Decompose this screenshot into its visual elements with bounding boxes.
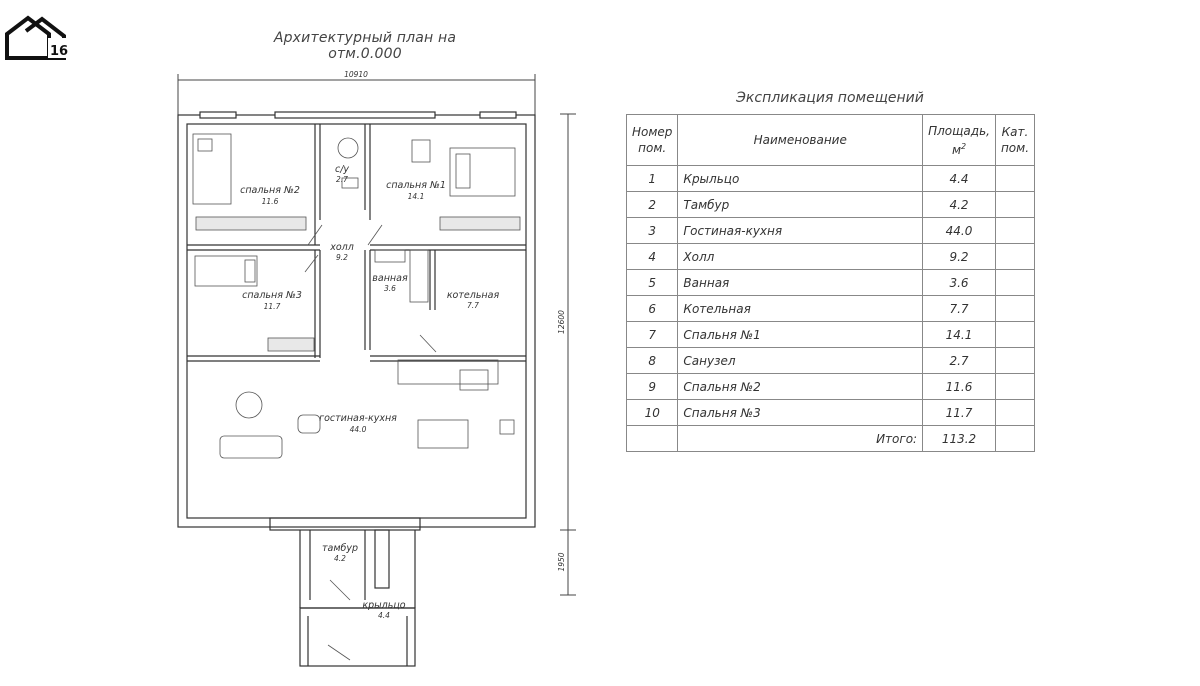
room-label: с/у: [335, 164, 349, 175]
room-area: 4.2: [334, 554, 346, 563]
room-label: спальня №3: [242, 290, 302, 301]
room-area: 11.6: [262, 197, 279, 206]
table-row: 9 Спальня №2 11.6: [625, 373, 1036, 400]
room-label: гостиная-кухня: [319, 413, 397, 424]
room-area: 9.2: [336, 253, 348, 262]
table-row: 5 Ванная 3.6: [625, 269, 1036, 296]
room-label: холл: [329, 242, 354, 253]
house-logo-icon: 16: [5, 15, 70, 60]
dim-width: 10910: [344, 70, 368, 79]
table-row: 3 Гостиная-кухня 44.0: [625, 217, 1036, 244]
table-row: 7 Спальня №1 14.1: [625, 321, 1036, 348]
explication-table: Номер пом. Наименование Площадь, м2 Кат.…: [625, 114, 1036, 452]
room-label: спальня №1: [386, 180, 446, 191]
room-label: котельная: [447, 290, 500, 301]
room-area: 44.0: [350, 425, 367, 434]
room-area: 11.7: [264, 302, 281, 311]
logo-text: 16: [50, 44, 68, 59]
room-area: 14.1: [408, 192, 425, 201]
room-label: спальня №2: [240, 185, 300, 196]
floor-plan: 10910 12600 1950: [177, 70, 576, 667]
room-label: тамбур: [322, 543, 358, 554]
total-label: Итого:: [677, 425, 924, 452]
table-row: 4 Холл 9.2: [625, 243, 1036, 270]
header-name: Наименование: [677, 114, 924, 166]
room-label: ванная: [372, 273, 408, 284]
header-area: Площадь, м2: [922, 114, 996, 166]
room-label: крыльцо: [362, 600, 405, 611]
dim-porch: 1950: [557, 552, 566, 571]
dim-height: 12600: [557, 310, 566, 334]
explication-title: Экспликация помещений: [736, 90, 924, 106]
room-area: 7.7: [467, 301, 479, 310]
table-header-row: Номер пом. Наименование Площадь, м2 Кат.…: [625, 114, 1036, 166]
table-row: 8 Санузел 2.7: [625, 347, 1036, 374]
table-row: 2 Тамбур 4.2: [625, 191, 1036, 218]
room-area: 2.7: [336, 175, 348, 184]
table-row: 6 Котельная 7.7: [625, 295, 1036, 322]
table-row: 10 Спальня №3 11.7: [625, 399, 1036, 426]
plan-title: Архитектурный план на отм.0.000: [273, 30, 457, 62]
table-total-row: Итого: 113.2: [625, 425, 1036, 452]
total-value: 113.2: [922, 425, 996, 452]
header-num: Номер пом.: [625, 114, 679, 166]
header-cat: Кат. пом.: [994, 114, 1036, 166]
room-area: 4.4: [378, 611, 390, 620]
table-row: 1 Крыльцо 4.4: [625, 165, 1036, 192]
room-area: 3.6: [384, 284, 396, 293]
